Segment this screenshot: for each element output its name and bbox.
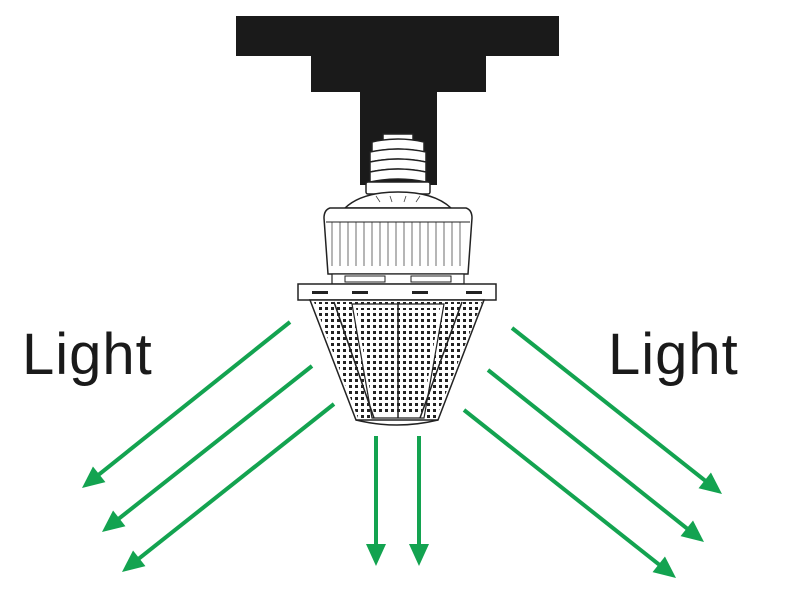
light-ray-arrowhead xyxy=(82,466,106,488)
light-ray-shaft xyxy=(510,326,708,484)
light-ray-shaft xyxy=(116,364,314,522)
light-ray-shaft xyxy=(136,402,336,562)
light-ray-shaft xyxy=(462,408,662,568)
mount-plate-top xyxy=(236,16,559,56)
light-ray-arrow-icon xyxy=(510,326,722,494)
ceiling-mount-icon xyxy=(236,16,559,185)
light-ray-shaft xyxy=(486,368,690,532)
light-label-right: Light xyxy=(608,322,739,387)
light-ray-arrow-icon xyxy=(486,368,704,542)
light-ray-arrowhead xyxy=(409,544,429,566)
lamp-dome xyxy=(343,191,453,209)
light-ray-shaft xyxy=(96,320,292,478)
light-ray-arrowhead xyxy=(366,544,386,566)
light-ray-arrow-icon xyxy=(122,402,336,572)
light-label-left: Light xyxy=(22,322,153,387)
light-ray-arrow-icon xyxy=(409,436,429,566)
mount-plate-middle xyxy=(311,56,486,92)
light-ray-arrows xyxy=(82,320,722,578)
light-ray-arrowhead xyxy=(698,472,722,494)
light-ray-arrowhead xyxy=(680,520,704,542)
light-ray-arrow-icon xyxy=(102,364,314,532)
led-cone xyxy=(308,299,486,426)
light-ray-arrowhead xyxy=(652,556,676,578)
light-ray-arrowhead xyxy=(102,510,126,532)
light-ray-arrowhead xyxy=(122,550,146,572)
led-corn-bulb-icon xyxy=(297,133,497,426)
light-ray-arrow-icon xyxy=(366,436,386,566)
screw-base xyxy=(365,133,431,195)
light-ray-arrow-icon xyxy=(462,408,676,578)
light-ray-arrow-icon xyxy=(82,320,292,488)
